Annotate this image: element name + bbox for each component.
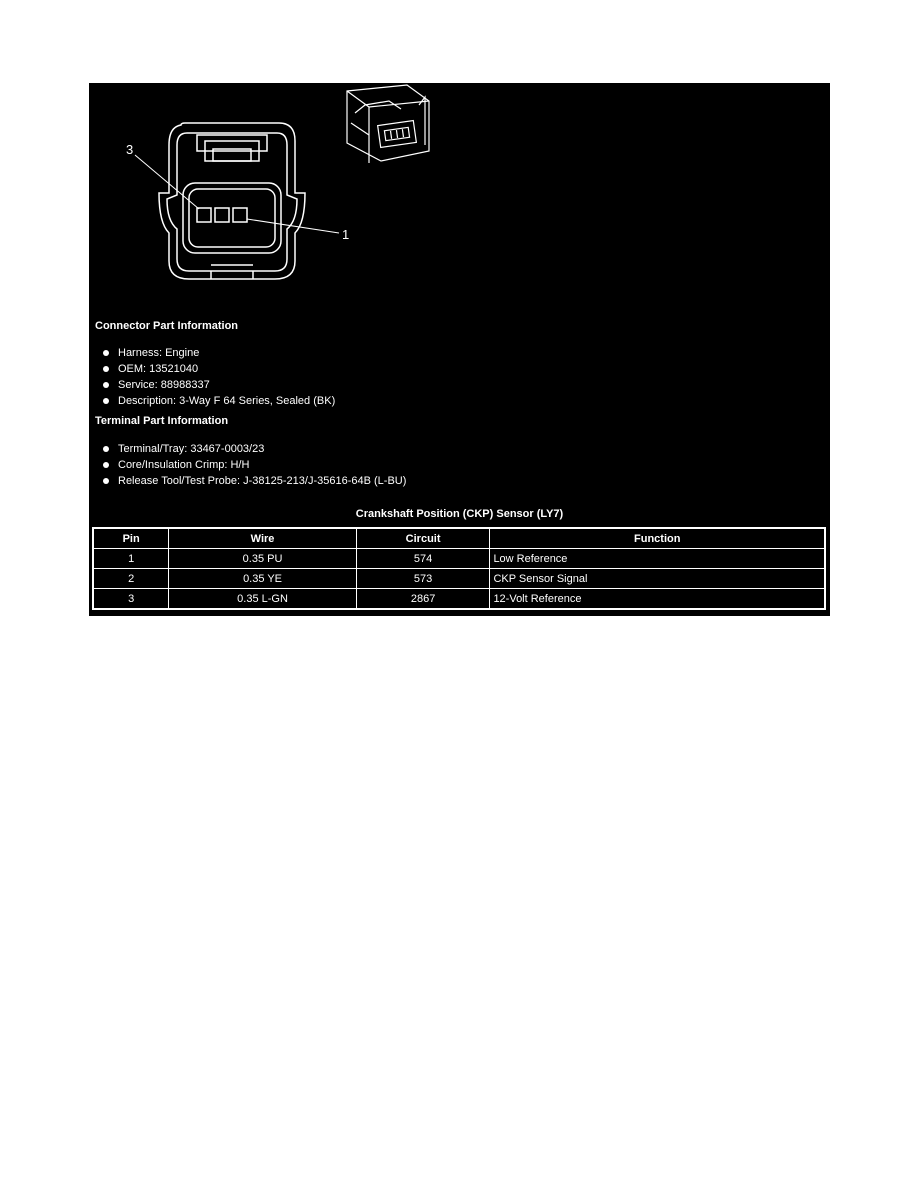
list-item: Description: 3-Way F 64 Series, Sealed (… [103,393,335,409]
pin-table: Pin Wire Circuit Function 1 0.35 PU 574 … [92,527,826,610]
bullet-icon [103,478,109,484]
terminal-part-info-heading: Terminal Part Information [95,415,229,427]
table-row: 2 0.35 YE 573 CKP Sensor Signal [92,568,826,589]
connector-info-panel: 3 1 Connector Part Information Harness: … [89,83,830,616]
bullet-icon [103,398,109,404]
cell-circuit: 573 [355,568,491,589]
terminal-part-info-list: Terminal/Tray: 33467-0003/23 Core/Insula… [103,441,406,489]
connector-face-illustration [158,122,306,280]
cell-pin: 2 [92,568,170,589]
list-item: OEM: 13521040 [103,361,335,377]
cell-function: Low Reference [489,548,826,569]
column-header-pin: Pin [92,527,170,549]
callout-leaders [134,154,340,234]
connector-diagram: 3 1 [126,84,430,280]
connector-part-info-list: Harness: Engine OEM: 13521040 Service: 8… [103,345,335,409]
callout-label-1: 1 [342,227,349,242]
cell-wire: 0.35 YE [168,568,357,589]
cell-circuit: 2867 [355,588,491,610]
list-item: Release Tool/Test Probe: J-38125-213/J-3… [103,473,406,489]
table-header-row: Pin Wire Circuit Function [92,527,826,549]
list-item: Service: 88988337 [103,377,335,393]
cell-function: 12-Volt Reference [489,588,826,610]
connector-3d-illustration [346,84,430,163]
column-header-wire: Wire [168,527,357,549]
cell-function: CKP Sensor Signal [489,568,826,589]
column-header-function: Function [489,527,826,549]
table-row: 3 0.35 L-GN 2867 12-Volt Reference [92,588,826,610]
cell-pin: 3 [92,588,170,610]
cell-wire: 0.35 PU [168,548,357,569]
callout-label-3: 3 [126,142,133,157]
list-item: Harness: Engine [103,345,335,361]
table-title: Crankshaft Position (CKP) Sensor (LY7) [355,508,564,520]
bullet-icon [103,382,109,388]
bullet-icon [103,446,109,452]
list-item: Terminal/Tray: 33467-0003/23 [103,441,406,457]
connector-part-info-heading: Connector Part Information [95,320,239,332]
cell-circuit: 574 [355,548,491,569]
bullet-icon [103,462,109,468]
bullet-icon [103,366,109,372]
list-item: Core/Insulation Crimp: H/H [103,457,406,473]
bullet-icon [103,350,109,356]
table-row: 1 0.35 PU 574 Low Reference [92,548,826,569]
cell-pin: 1 [92,548,170,569]
cell-wire: 0.35 L-GN [168,588,357,610]
column-header-circuit: Circuit [355,527,491,549]
